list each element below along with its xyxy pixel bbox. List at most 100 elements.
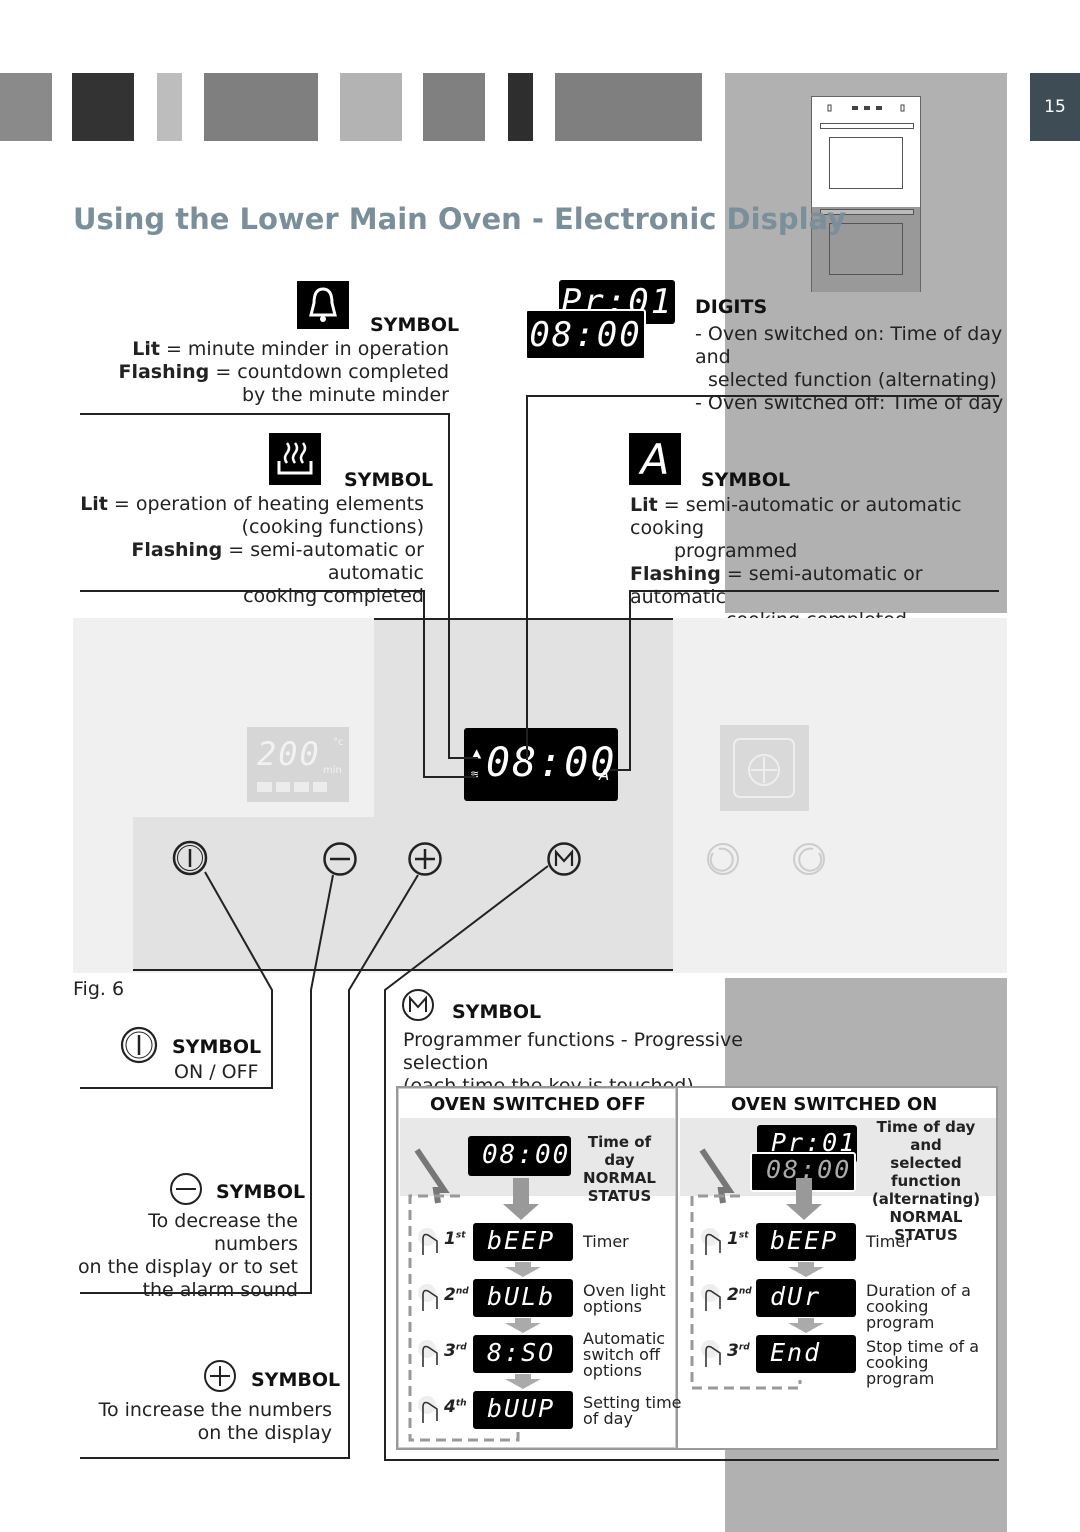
heating-icon (269, 433, 321, 485)
on-off-button[interactable] (172, 840, 208, 876)
finger-press-icon (700, 1227, 726, 1257)
heating-symbol-heading: SYMBOL (344, 469, 434, 491)
step-display: End (756, 1335, 856, 1373)
on-off-heading: SYMBOL (172, 1036, 262, 1058)
main-display: ▲ ≋ 08:00 A (464, 728, 618, 801)
step-label: Timer (866, 1232, 912, 1251)
step-ordinal: 3rd (727, 1341, 750, 1361)
control-panel-lower (133, 817, 673, 971)
table-divider (676, 1086, 678, 1450)
bell-line: Lit = minute minder in operation (132, 338, 449, 360)
mode-button[interactable] (546, 841, 582, 877)
plus-heading: SYMBOL (251, 1369, 341, 1391)
decor-bar (72, 73, 134, 141)
step-ordinal: 3rd (444, 1341, 467, 1361)
step-ordinal: 2nd (727, 1285, 752, 1305)
minus-button[interactable] (322, 841, 358, 877)
finger-press-icon (700, 1339, 726, 1369)
finger-press-icon (700, 1283, 726, 1313)
off-normal-display: 08:00 (468, 1136, 571, 1176)
bell-symbol-heading: SYMBOL (370, 314, 460, 336)
step-ordinal: 1st (727, 1229, 749, 1249)
heating-symbol-description: Lit = operation of heating elements (coo… (80, 493, 424, 607)
table-left-inner (398, 1088, 676, 1448)
mode-icon (401, 988, 435, 1022)
step-display: dUr (756, 1279, 856, 1317)
minutes-label: min (323, 765, 342, 776)
step-display: bEEP (756, 1223, 856, 1261)
finger-press-icon (417, 1283, 443, 1313)
auto-symbol-heading: SYMBOL (701, 469, 791, 491)
temperature-display: 200 °c min (247, 727, 349, 802)
bell-symbol-description: Lit = minute minder in operation Flashin… (100, 338, 449, 407)
bell-line: Flashing = countdown completed (118, 361, 449, 383)
step-display: bUUP (473, 1391, 573, 1429)
figure-label: Fig. 6 (73, 978, 125, 1000)
decor-bar (508, 73, 533, 141)
down-arrow-icon (503, 1178, 539, 1220)
main-display-auto: A (599, 766, 610, 784)
main-display-bell-icon: ▲ (472, 746, 482, 760)
mode-heading: SYMBOL (452, 1001, 542, 1023)
digits-description: - Oven switched on: Time of day and sele… (695, 323, 1004, 414)
finger-press-icon (417, 1227, 443, 1257)
minus-description: To decrease the numbers on the display o… (77, 1210, 298, 1301)
minus-icon (169, 1172, 203, 1206)
step-ordinal: 1st (444, 1229, 466, 1249)
off-normal-label: Time of day NORMAL STATUS (583, 1133, 656, 1205)
finger-press-icon (417, 1339, 443, 1369)
digits-display-bottom: 08:00 (525, 309, 646, 360)
step-display: bULb (473, 1279, 573, 1317)
decor-bar (340, 73, 402, 141)
page-number-tab: 15 (1030, 73, 1080, 141)
step-display: bEEP (473, 1223, 573, 1261)
finger-press-icon (417, 1395, 443, 1425)
minus-heading: SYMBOL (216, 1181, 306, 1203)
on-normal-label: Time of day and selected function (alter… (871, 1118, 981, 1244)
temperature-unit: °c (333, 737, 344, 748)
decor-bar (423, 73, 485, 141)
down-arrow-icon (505, 1318, 541, 1334)
step-ordinal: 4th (444, 1397, 467, 1417)
page-number: 15 (1044, 97, 1066, 117)
decor-bar (555, 73, 702, 141)
plus-description: To increase the numbers on the display (98, 1399, 332, 1444)
auto-icon: A (629, 433, 681, 485)
step-ordinal: 2nd (444, 1285, 469, 1305)
panel-bottom-edge (133, 969, 673, 971)
temperature-value: 200 (257, 735, 321, 773)
plus-button[interactable] (407, 841, 443, 877)
down-arrow-icon (786, 1178, 822, 1220)
decor-bar (0, 73, 52, 141)
step-label: Timer (583, 1232, 629, 1251)
down-arrow-icon (788, 1262, 824, 1278)
on-off-text: ON / OFF (174, 1061, 259, 1083)
rotary-left-button[interactable] (705, 841, 741, 877)
oven-off-heading: OVEN SWITCHED OFF (430, 1094, 646, 1115)
page-title: Using the Lower Main Oven - Electronic D… (73, 202, 847, 236)
digits-heading: DIGITS (695, 296, 768, 318)
decor-bar (204, 73, 318, 141)
rotary-right-button[interactable] (791, 841, 827, 877)
oven-illustration (811, 96, 921, 292)
step-display: 8:SO (473, 1335, 573, 1373)
oven-on-heading: OVEN SWITCHED ON (731, 1094, 938, 1115)
bell-line: by the minute minder (241, 384, 449, 406)
bell-icon (297, 281, 349, 329)
main-display-heat-icon: ≋ (470, 768, 480, 781)
function-selector-icon (720, 725, 809, 811)
decor-bar (157, 73, 182, 141)
panel-top-edge (374, 618, 673, 620)
down-arrow-icon (505, 1262, 541, 1278)
down-arrow-icon (788, 1318, 824, 1334)
down-arrow-icon (505, 1374, 541, 1390)
main-display-time: 08:00 (486, 740, 617, 786)
plus-icon (203, 1359, 237, 1393)
